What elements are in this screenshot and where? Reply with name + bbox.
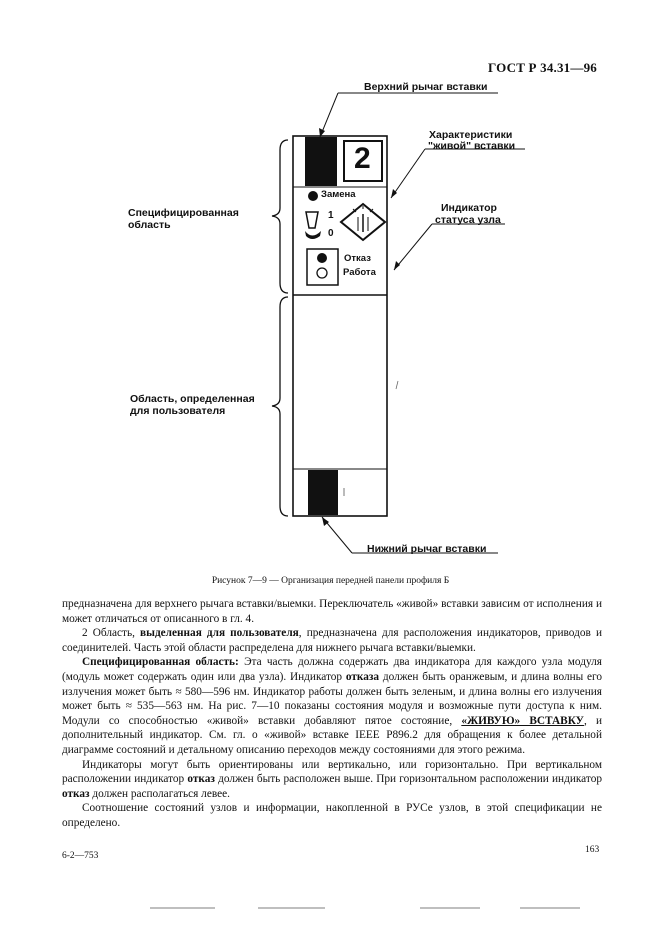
p2-b: выделенная для пользователя <box>140 627 299 640</box>
live-char-leader <box>390 148 426 199</box>
p5-text: Соотношение состояний узлов и информации… <box>62 802 602 829</box>
panel-one-label: 1 <box>328 210 334 221</box>
panel-digit: 2 <box>354 142 371 175</box>
live-insert-char-label-1: Характеристики <box>429 129 513 141</box>
node-status-leader <box>393 223 433 271</box>
p4-e: должен располагаться левее. <box>89 787 230 800</box>
spec-area-brace <box>271 139 289 294</box>
p3-b: Эта часть должна содержать два индикатор… <box>62 656 602 683</box>
bottom-lever-label: Нижний рычаг вставки <box>367 543 487 555</box>
panel-replace-label: Замена <box>321 189 356 200</box>
document-header: ГОСТ Р 34.31—96 <box>488 60 597 75</box>
node-status-label-2: статуса узла <box>435 214 501 226</box>
figure-caption: Рисунок 7—9 — Организация передней панел… <box>211 576 450 586</box>
page-number: 163 <box>585 845 600 855</box>
user-area-brace <box>271 296 289 517</box>
bottom-lever-block <box>308 470 338 515</box>
panel-fail-label: Отказ <box>344 253 371 264</box>
user-area-label-2: для пользователя <box>130 405 226 417</box>
status-indicator-box <box>306 248 339 286</box>
p2-a: 2 Область, <box>82 627 141 640</box>
top-lever-block <box>305 137 337 186</box>
top-lever-label: Верхний рычаг вставки <box>364 81 488 93</box>
stray-mark <box>395 380 399 390</box>
p4-d: отказ <box>62 787 90 800</box>
live-char-arrowhead <box>391 189 397 198</box>
p4-c: должен быть расположен выше. При горизон… <box>214 773 602 786</box>
p3-a: Специфицированная область: <box>82 656 239 669</box>
spec-area-label-2: область <box>128 219 171 231</box>
live-insert-digit-box <box>343 140 383 182</box>
panel-zero-label: 0 <box>328 228 334 239</box>
fail-led-icon <box>317 253 327 263</box>
panel-outline <box>292 135 388 517</box>
user-area-label-1: Область, определенная <box>130 393 255 405</box>
paragraph-4: Индикаторы могут быть ориентированы или … <box>62 758 602 802</box>
hot-swap-diamond-icon <box>339 202 387 242</box>
bottom-lever-arrowhead <box>322 517 329 526</box>
p3-d: должен быть оранжевым, и длина волны его… <box>62 670 602 727</box>
top-lever-leader <box>319 92 339 138</box>
paragraph-3: Специфицированная область: Эта часть дол… <box>62 655 602 757</box>
node-status-arrowhead <box>394 261 400 270</box>
node-status-label-1: Индикатор <box>441 202 497 214</box>
p1-text: предназначена для верхнего рычага вставк… <box>62 598 602 625</box>
p3-e: «ЖИВУЮ» ВСТАВКУ <box>461 714 584 727</box>
paragraph-5: Соотношение состояний узлов и информации… <box>62 801 602 830</box>
top-lever-arrowhead <box>319 128 325 137</box>
spec-area-label-1: Специфицированная <box>128 207 239 219</box>
work-led-icon <box>316 267 328 279</box>
footer-code: 6-2—753 <box>62 851 99 861</box>
p2-c: , предназначена для расположения индикат… <box>62 627 602 654</box>
p4-b: отказ <box>187 773 215 786</box>
footer-rules <box>150 907 580 909</box>
live-insert-char-label-2: "живой" вставки <box>428 140 516 152</box>
front-panel-figure <box>271 92 525 554</box>
paragraph-1: предназначена для верхнего рычага вставк… <box>62 597 602 626</box>
p4-a: Индикаторы могут быть ориентированы или … <box>62 758 602 786</box>
panel-work-label: Работа <box>343 267 376 278</box>
switch-icon <box>305 211 321 239</box>
replace-led-icon <box>308 191 318 201</box>
paragraph-2: 2 Область, выделенная для пользователя, … <box>62 626 602 655</box>
body-text: предназначена для верхнего рычага вставк… <box>62 597 602 831</box>
p3-f: , и дополнительный индикатор. См. гл. о … <box>62 714 602 756</box>
p3-c: отказа <box>345 670 380 683</box>
